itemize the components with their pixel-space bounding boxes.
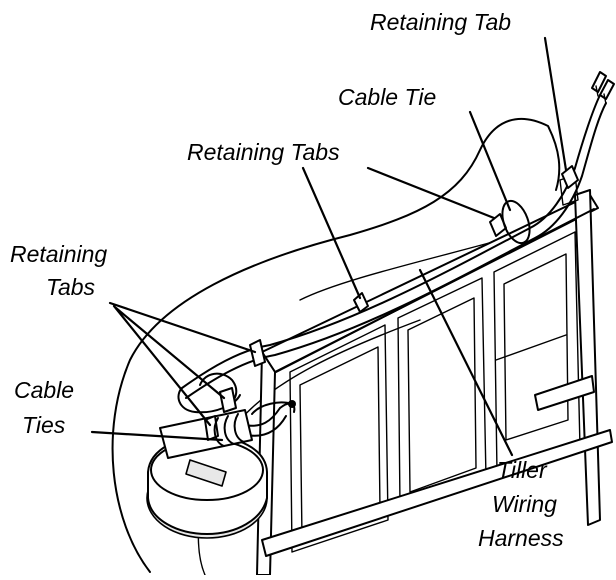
tiller-wiring-harness — [169, 71, 615, 443]
label-retaining-tabs-upper: Retaining Tabs — [187, 139, 340, 165]
cable-tie-upper — [501, 199, 531, 245]
label-cable-tie: Cable Tie — [338, 84, 436, 110]
label-harness-3: Harness — [478, 525, 564, 551]
label-cable-ties-1: Cable — [14, 377, 74, 403]
retaining-tab-lower-2 — [219, 387, 237, 413]
callout-labels: Retaining Tab Cable Tie Retaining Tabs R… — [10, 9, 564, 551]
label-retaining-tab: Retaining Tab — [370, 9, 511, 35]
retaining-tab-top — [561, 165, 579, 189]
motor-hub — [146, 409, 268, 539]
harness-fasteners — [204, 165, 579, 447]
tiller-frame — [256, 174, 613, 576]
retaining-tab-lower-1 — [249, 339, 266, 367]
label-cable-ties-2: Ties — [22, 412, 66, 438]
leader-lines — [90, 36, 568, 457]
label-retaining-tabs-left-2: Tabs — [46, 274, 96, 300]
label-retaining-tabs-left-1: Retaining — [10, 241, 107, 267]
cable-tie-lower-2 — [223, 415, 235, 445]
cable-tie-lower-1 — [213, 417, 225, 447]
label-harness-2: Wiring — [492, 491, 557, 517]
label-harness-1: Tiller — [497, 457, 548, 483]
cable-tie-lower-3 — [233, 413, 245, 443]
